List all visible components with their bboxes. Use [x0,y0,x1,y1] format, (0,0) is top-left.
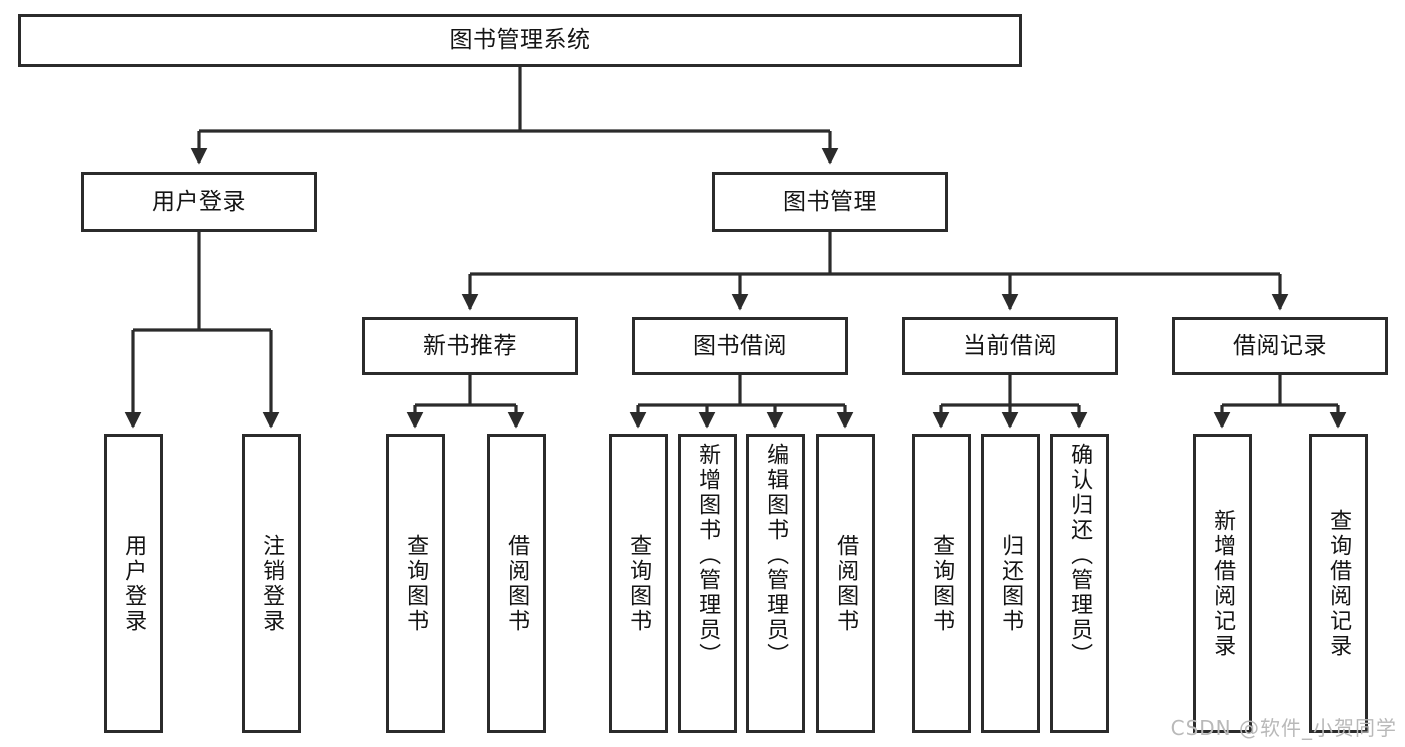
leaf-new-book-query-label: 查询图书 [403,533,429,634]
leaf-confirm-return-admin[interactable]: 确认归还（管理员） [1050,434,1109,733]
leaf-edit-book-admin-label: 编辑图书（管理员） [763,443,789,668]
leaf-new-book-borrow[interactable]: 借阅图书 [487,434,546,733]
leaf-add-borrow-record-label: 新增借阅记录 [1210,508,1236,659]
leaf-query-borrow-record-label: 查询借阅记录 [1326,508,1352,659]
leaf-return-book-label: 归还图书 [998,533,1024,634]
leaf-add-book-admin[interactable]: 新增图书（管理员） [678,434,737,733]
leaf-current-query-book[interactable]: 查询图书 [912,434,971,733]
node-borrow-record[interactable]: 借阅记录 [1172,317,1388,375]
leaf-borrow-query-book[interactable]: 查询图书 [609,434,668,733]
leaf-add-book-admin-label: 新增图书（管理员） [695,443,721,668]
leaf-borrow-book[interactable]: 借阅图书 [816,434,875,733]
leaf-borrow-query-book-label: 查询图书 [626,533,652,634]
leaf-new-book-query[interactable]: 查询图书 [386,434,445,733]
node-current-borrow-label: 当前借阅 [963,332,1057,359]
node-book-management-label: 图书管理 [783,188,877,215]
leaf-logout-label: 注销登录 [259,533,285,634]
leaf-add-borrow-record[interactable]: 新增借阅记录 [1193,434,1252,733]
leaf-return-book[interactable]: 归还图书 [981,434,1040,733]
leaf-current-query-book-label: 查询图书 [929,533,955,634]
leaf-query-borrow-record[interactable]: 查询借阅记录 [1309,434,1368,733]
node-user-login-label: 用户登录 [152,188,246,215]
leaf-edit-book-admin[interactable]: 编辑图书（管理员） [746,434,805,733]
node-current-borrow[interactable]: 当前借阅 [902,317,1118,375]
leaf-user-login[interactable]: 用户登录 [104,434,163,733]
leaf-confirm-return-admin-label: 确认归还（管理员） [1067,443,1093,668]
node-book-management[interactable]: 图书管理 [712,172,948,232]
node-borrow-record-label: 借阅记录 [1233,332,1327,359]
node-root[interactable]: 图书管理系统 [18,14,1022,67]
node-user-login[interactable]: 用户登录 [81,172,317,232]
leaf-new-book-borrow-label: 借阅图书 [504,533,530,634]
node-root-label: 图书管理系统 [449,27,591,54]
node-new-book-recommend-label: 新书推荐 [423,332,517,359]
leaf-user-login-label: 用户登录 [121,533,147,634]
node-new-book-recommend[interactable]: 新书推荐 [362,317,578,375]
node-book-borrow[interactable]: 图书借阅 [632,317,848,375]
node-book-borrow-label: 图书借阅 [693,332,787,359]
leaf-logout[interactable]: 注销登录 [242,434,301,733]
leaf-borrow-book-label: 借阅图书 [833,533,859,634]
